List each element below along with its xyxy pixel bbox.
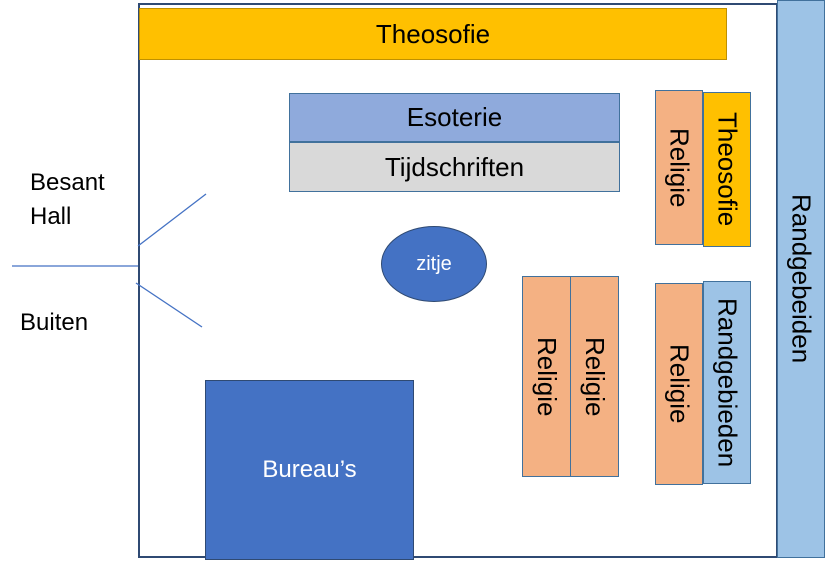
shelf-religie-mid-right: Religie (570, 276, 619, 477)
shelf-tijdschriften: Tijdschriften (289, 142, 620, 192)
shelf-label: Randgebeiden (786, 194, 817, 364)
shelf-theosofie-right: Theosofie (703, 92, 751, 247)
shelf-label: Tijdschriften (384, 151, 525, 182)
shelf-label: Randgebieden (712, 297, 743, 468)
shelf-label: Religie (580, 336, 610, 417)
shelf-label: Religie (664, 344, 695, 424)
shelf-label: Esoterie (406, 102, 503, 132)
shelf-religie-right-bottom: Religie (655, 283, 703, 485)
door-upper-line (137, 193, 207, 247)
bureaus-desk: Bureau’s (205, 380, 414, 560)
shelf-religie-mid-left: Religie (522, 276, 571, 477)
shelf-label: Religie (664, 127, 695, 208)
besant-hall-label: Besant Hall (30, 169, 105, 230)
shelf-randgebieden-small: Randgebieden (703, 281, 751, 484)
shelf-theosofie-top: Theosofie (139, 8, 727, 60)
shelf-randgebeiden-wall: Randgebeiden (777, 0, 825, 558)
zitje-seating: zitje (381, 226, 487, 302)
door-lower-line (135, 282, 203, 328)
shelf-label: Theosofie (375, 18, 491, 49)
shelf-label: Religie (532, 336, 562, 417)
shelf-label: Theosofie (712, 112, 743, 227)
shelf-religie-right-top: Religie (655, 90, 703, 245)
buiten-label: Buiten (20, 309, 89, 336)
zitje-label: zitje (416, 252, 452, 275)
bureaus-label: Bureau’s (262, 456, 357, 483)
shelf-esoterie: Esoterie (289, 93, 620, 142)
